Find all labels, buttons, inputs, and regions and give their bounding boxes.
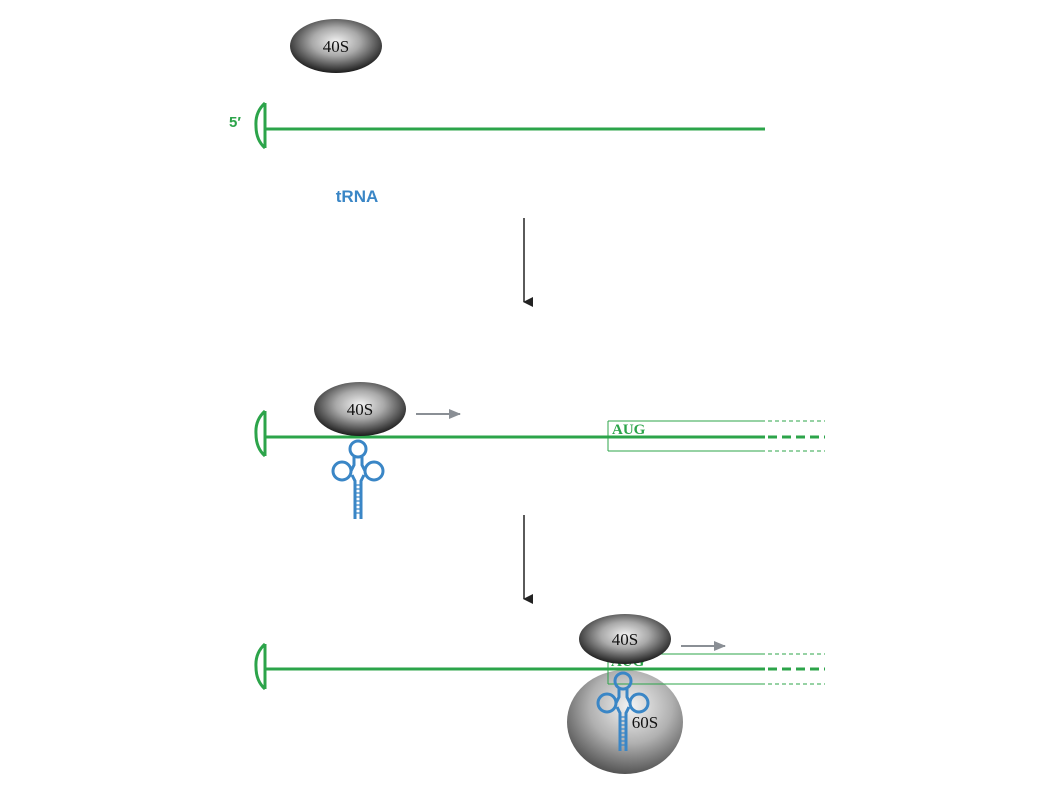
subunit-40s-label: 40S — [347, 400, 373, 419]
step-3: AUG 60S 40S — [254, 614, 825, 774]
trna-label: tRNA — [336, 187, 379, 206]
mrna-strand-3 — [254, 642, 825, 691]
subunit-60s-label: 60S — [632, 713, 658, 732]
ribosome-40s-free: 40S — [290, 19, 382, 73]
ribosome-40s-scanning: 40S — [314, 382, 406, 436]
mrna-strand-2 — [254, 409, 825, 458]
five-prime-label: 5′ — [229, 114, 241, 131]
ribosome-40s-initiation: 40S — [579, 614, 671, 664]
subunit-40s-label: 40S — [612, 630, 638, 649]
step-2: AUG 40S — [254, 382, 825, 521]
subunit-40s-label: 40S — [323, 37, 349, 56]
step-1: 40S 5′ tRNA — [229, 19, 765, 206]
mrna-strand-1 — [254, 101, 765, 150]
aug-codon-label: AUG — [612, 422, 646, 438]
trna-2 — [331, 439, 385, 521]
